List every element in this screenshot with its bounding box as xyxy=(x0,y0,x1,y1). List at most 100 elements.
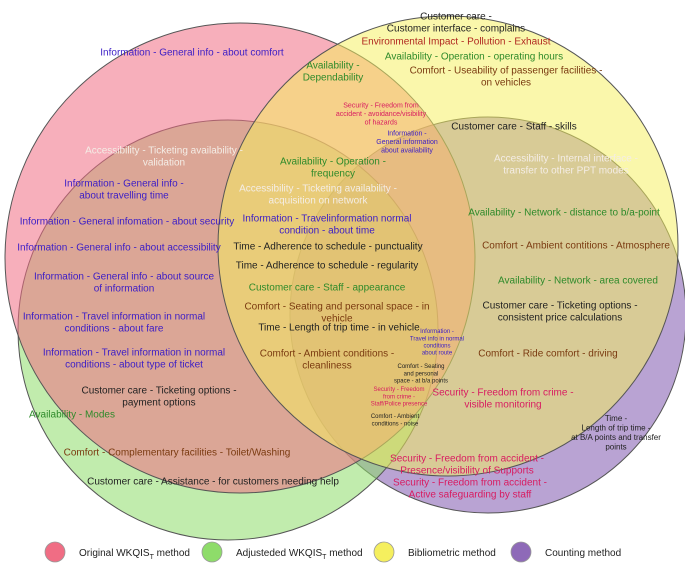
label-info-security: Information - General infomation - about… xyxy=(20,217,235,228)
label-line: Comfort - Useability of passenger facili… xyxy=(410,66,603,77)
label-line: Information - General info - about sourc… xyxy=(34,272,215,283)
label-line: transfer to other PPT modes xyxy=(503,166,628,177)
label-cc-ticketing-consistent: Customer care - Ticketing options -consi… xyxy=(482,301,637,324)
label-line: Information - General info - xyxy=(64,179,184,190)
label-line: Customer care - Staff - skills xyxy=(451,122,576,133)
label-line: on vehicles xyxy=(481,78,531,89)
label-line: Environmental Impact - Pollution - Exhau… xyxy=(362,37,551,48)
label-line: from crime - xyxy=(383,394,415,400)
label-comfort-ambient-atmosphere: Comfort - Ambient contitions - Atmospher… xyxy=(482,241,670,252)
label-sec-supports: Security - Freedom from accident -Presen… xyxy=(390,454,544,477)
label-line: and personal xyxy=(404,371,439,377)
label-avail-network-area: Availability - Network - area covered xyxy=(498,276,658,287)
label-line: Information - Travel information in norm… xyxy=(23,312,205,323)
label-line: vehicle xyxy=(321,314,353,325)
legend-swatch-original xyxy=(44,541,66,563)
label-time-trip-ba: Time -Length of trip time -at B/A points… xyxy=(571,414,661,452)
label-cc-assistance: Customer care - Assistance - for custome… xyxy=(87,477,339,488)
venn-circles xyxy=(4,15,685,541)
label-line: condition - about time xyxy=(279,226,375,237)
label-time-trip-vehicle: Time - Length of trip time - in vehicle xyxy=(258,323,420,334)
label-info-travel-route: Information -Travel info in normal condit… xyxy=(410,329,464,357)
label-line: Comfort - Ambient xyxy=(371,414,420,420)
legend-label: Bibliometric method xyxy=(408,548,496,559)
label-info-travelling-time: Information - General info -about travel… xyxy=(64,179,184,202)
legend-label: Counting method xyxy=(545,548,621,559)
label-line: Security - Freedom from crime - xyxy=(432,388,573,399)
legend-swatch-bibliometric xyxy=(373,541,395,563)
label-sec-safeguarding: Security - Freedom from accident -Active… xyxy=(393,478,547,501)
label-line: Information - General info - about acces… xyxy=(17,243,220,254)
legend-label: Adjusteded WKQIST method xyxy=(236,548,363,561)
legend-label: Original WKQIST method xyxy=(79,548,190,561)
label-line: Information - xyxy=(387,130,427,137)
label-line: Accessibility - Ticketing availability - xyxy=(85,146,243,157)
label-acc-ticketing-network: Accessibility - Ticketing availability -… xyxy=(239,184,397,207)
label-avail-dependability: Availability -Dependability xyxy=(303,61,364,84)
label-line: Availability - Modes xyxy=(29,410,115,421)
label-line: Customer interface - complains xyxy=(387,24,525,35)
label-line: Presence/visibility of Supports xyxy=(400,466,533,477)
label-line: Comfort - Complementary facilities - Toi… xyxy=(64,448,291,459)
label-line: payment options xyxy=(122,398,195,409)
legend-item-adjusted: Adjusteded WKQIST method xyxy=(201,541,363,563)
label-line: conditions - about fare xyxy=(65,324,164,335)
label-line: Security - Freedom xyxy=(373,387,424,393)
label-line: Information - xyxy=(420,329,454,335)
label-line: points xyxy=(605,443,626,452)
label-info-accessibility: Information - General info - about acces… xyxy=(17,243,220,254)
label-line: about travelling time xyxy=(79,191,169,202)
label-line: Active safeguarding by staff xyxy=(409,490,532,501)
label-line: Accessibility - Internal interface - xyxy=(494,154,638,165)
label-line: frequency xyxy=(311,169,355,180)
label-cc-ticketing-payment: Customer care - Ticketing options -payme… xyxy=(81,386,236,409)
label-sec-monitoring: Security - Freedom from crime -visible m… xyxy=(432,388,573,411)
label-comfort-toilet: Comfort - Complementary facilities - Toi… xyxy=(64,448,291,459)
legend-item-bibliometric: Bibliometric method xyxy=(373,541,496,563)
label-line: Time - Adherence to schedule - regularit… xyxy=(236,261,419,272)
label-acc-ticketing-validation: Accessibility - Ticketing availability -… xyxy=(85,146,243,169)
label-line: about availability xyxy=(381,147,433,154)
label-line: Customer care - Ticketing options - xyxy=(482,301,637,312)
legend-item-original: Original WKQIST method xyxy=(44,541,190,563)
label-line: Information - Travelinformation normal xyxy=(243,214,412,225)
label-line: of information xyxy=(94,284,155,295)
label-avail-modes: Availability - Modes xyxy=(29,410,115,421)
label-line: conditions - about type of ticket xyxy=(65,360,203,371)
label-line: consistent price calculations xyxy=(498,313,623,324)
label-line: Customer care - xyxy=(420,12,492,23)
label-info-travel-ticket: Information - Travel information in norm… xyxy=(43,348,225,371)
label-line: Accessibility - Ticketing availability - xyxy=(239,184,397,195)
label-comfort-facilities: Comfort - Useability of passenger facili… xyxy=(410,66,603,89)
label-line: Comfort - Ambient conditions - xyxy=(260,349,395,360)
label-line: accident - avoidance/visibility xyxy=(336,111,427,118)
label-line: Availability - xyxy=(306,61,359,72)
label-line: Information - General info - about comfo… xyxy=(100,48,284,59)
label-comfort-ambient-cleanliness: Comfort - Ambient conditions -cleanlines… xyxy=(260,349,395,372)
label-info-comfort: Information - General info - about comfo… xyxy=(100,48,284,59)
label-time-punctuality: Time - Adherence to schedule - punctuali… xyxy=(233,242,422,253)
legend: Original WKQIST method Adjusteded WKQIST … xyxy=(44,541,621,563)
label-avail-network-distance: Availability - Network - distance to b/a… xyxy=(468,208,660,219)
label-line: conditions - noise xyxy=(372,421,419,427)
venn-labels: Customer care -Customer interface - comp… xyxy=(17,12,670,501)
label-line: Customer care - Ticketing options - xyxy=(81,386,236,397)
circle-bibliometric xyxy=(217,15,679,477)
label-line: acquisition on network xyxy=(269,196,369,207)
label-line: Information - General infomation - about… xyxy=(20,217,235,228)
label-avail-hours: Availability - Operation - operating hou… xyxy=(385,52,563,63)
label-line: Length of trip time - xyxy=(582,423,651,432)
label-line: Customer care - Staff - appearance xyxy=(249,283,406,294)
label-line: conditions xyxy=(423,344,450,350)
label-line: Availability - Network - distance to b/a… xyxy=(468,208,660,219)
label-line: Travel info in normal xyxy=(410,336,464,342)
label-info-source: Information - General info - about sourc… xyxy=(34,272,215,295)
label-line: visible monitoring xyxy=(464,400,541,411)
label-line: Dependability xyxy=(303,73,364,84)
label-line: at B/A points and transfer xyxy=(571,433,661,442)
